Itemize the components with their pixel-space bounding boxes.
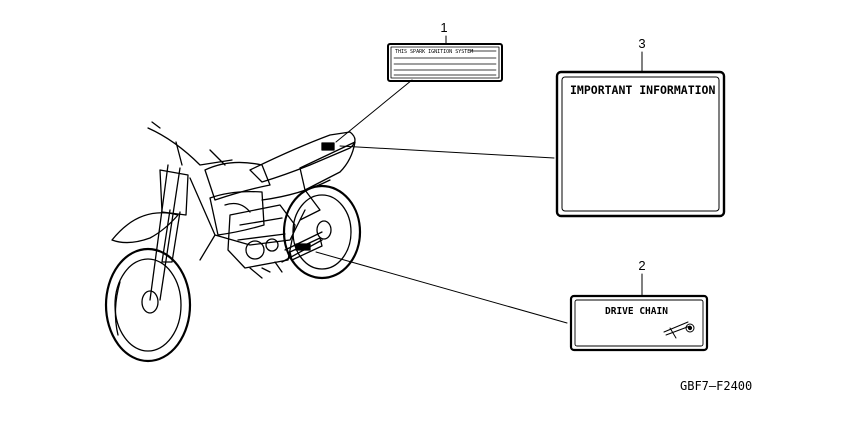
diagram-code: GBF7—F2400 <box>680 379 752 393</box>
callout-2: 2 DRIVE CHAIN <box>315 251 709 352</box>
front-wheel <box>104 247 192 363</box>
leader-line-2 <box>315 251 568 324</box>
leader-line-1 <box>335 79 413 143</box>
callout-1: 1 THIS SPARK IGNITION SYSTEM <box>335 20 503 143</box>
important-info-text: IMPORTANT INFORMATION <box>570 83 715 97</box>
callout-number-2: 2 <box>638 258 645 273</box>
chain-adjuster-icon <box>663 321 695 339</box>
ignition-label-text: THIS SPARK IGNITION SYSTEM <box>395 49 473 55</box>
motorcycle-icon <box>104 121 362 363</box>
leader-line-3 <box>339 145 555 159</box>
callout-number-3: 3 <box>638 36 645 51</box>
drive-chain-text: DRIVE CHAIN <box>605 306 668 317</box>
ignition-system-label: THIS SPARK IGNITION SYSTEM <box>387 43 503 82</box>
callout-number-1: 1 <box>440 20 447 35</box>
important-information-label: IMPORTANT INFORMATION <box>555 70 726 218</box>
drive-chain-label: DRIVE CHAIN <box>569 294 709 352</box>
callout-3: 3 IMPORTANT INFORMATION <box>339 36 726 218</box>
